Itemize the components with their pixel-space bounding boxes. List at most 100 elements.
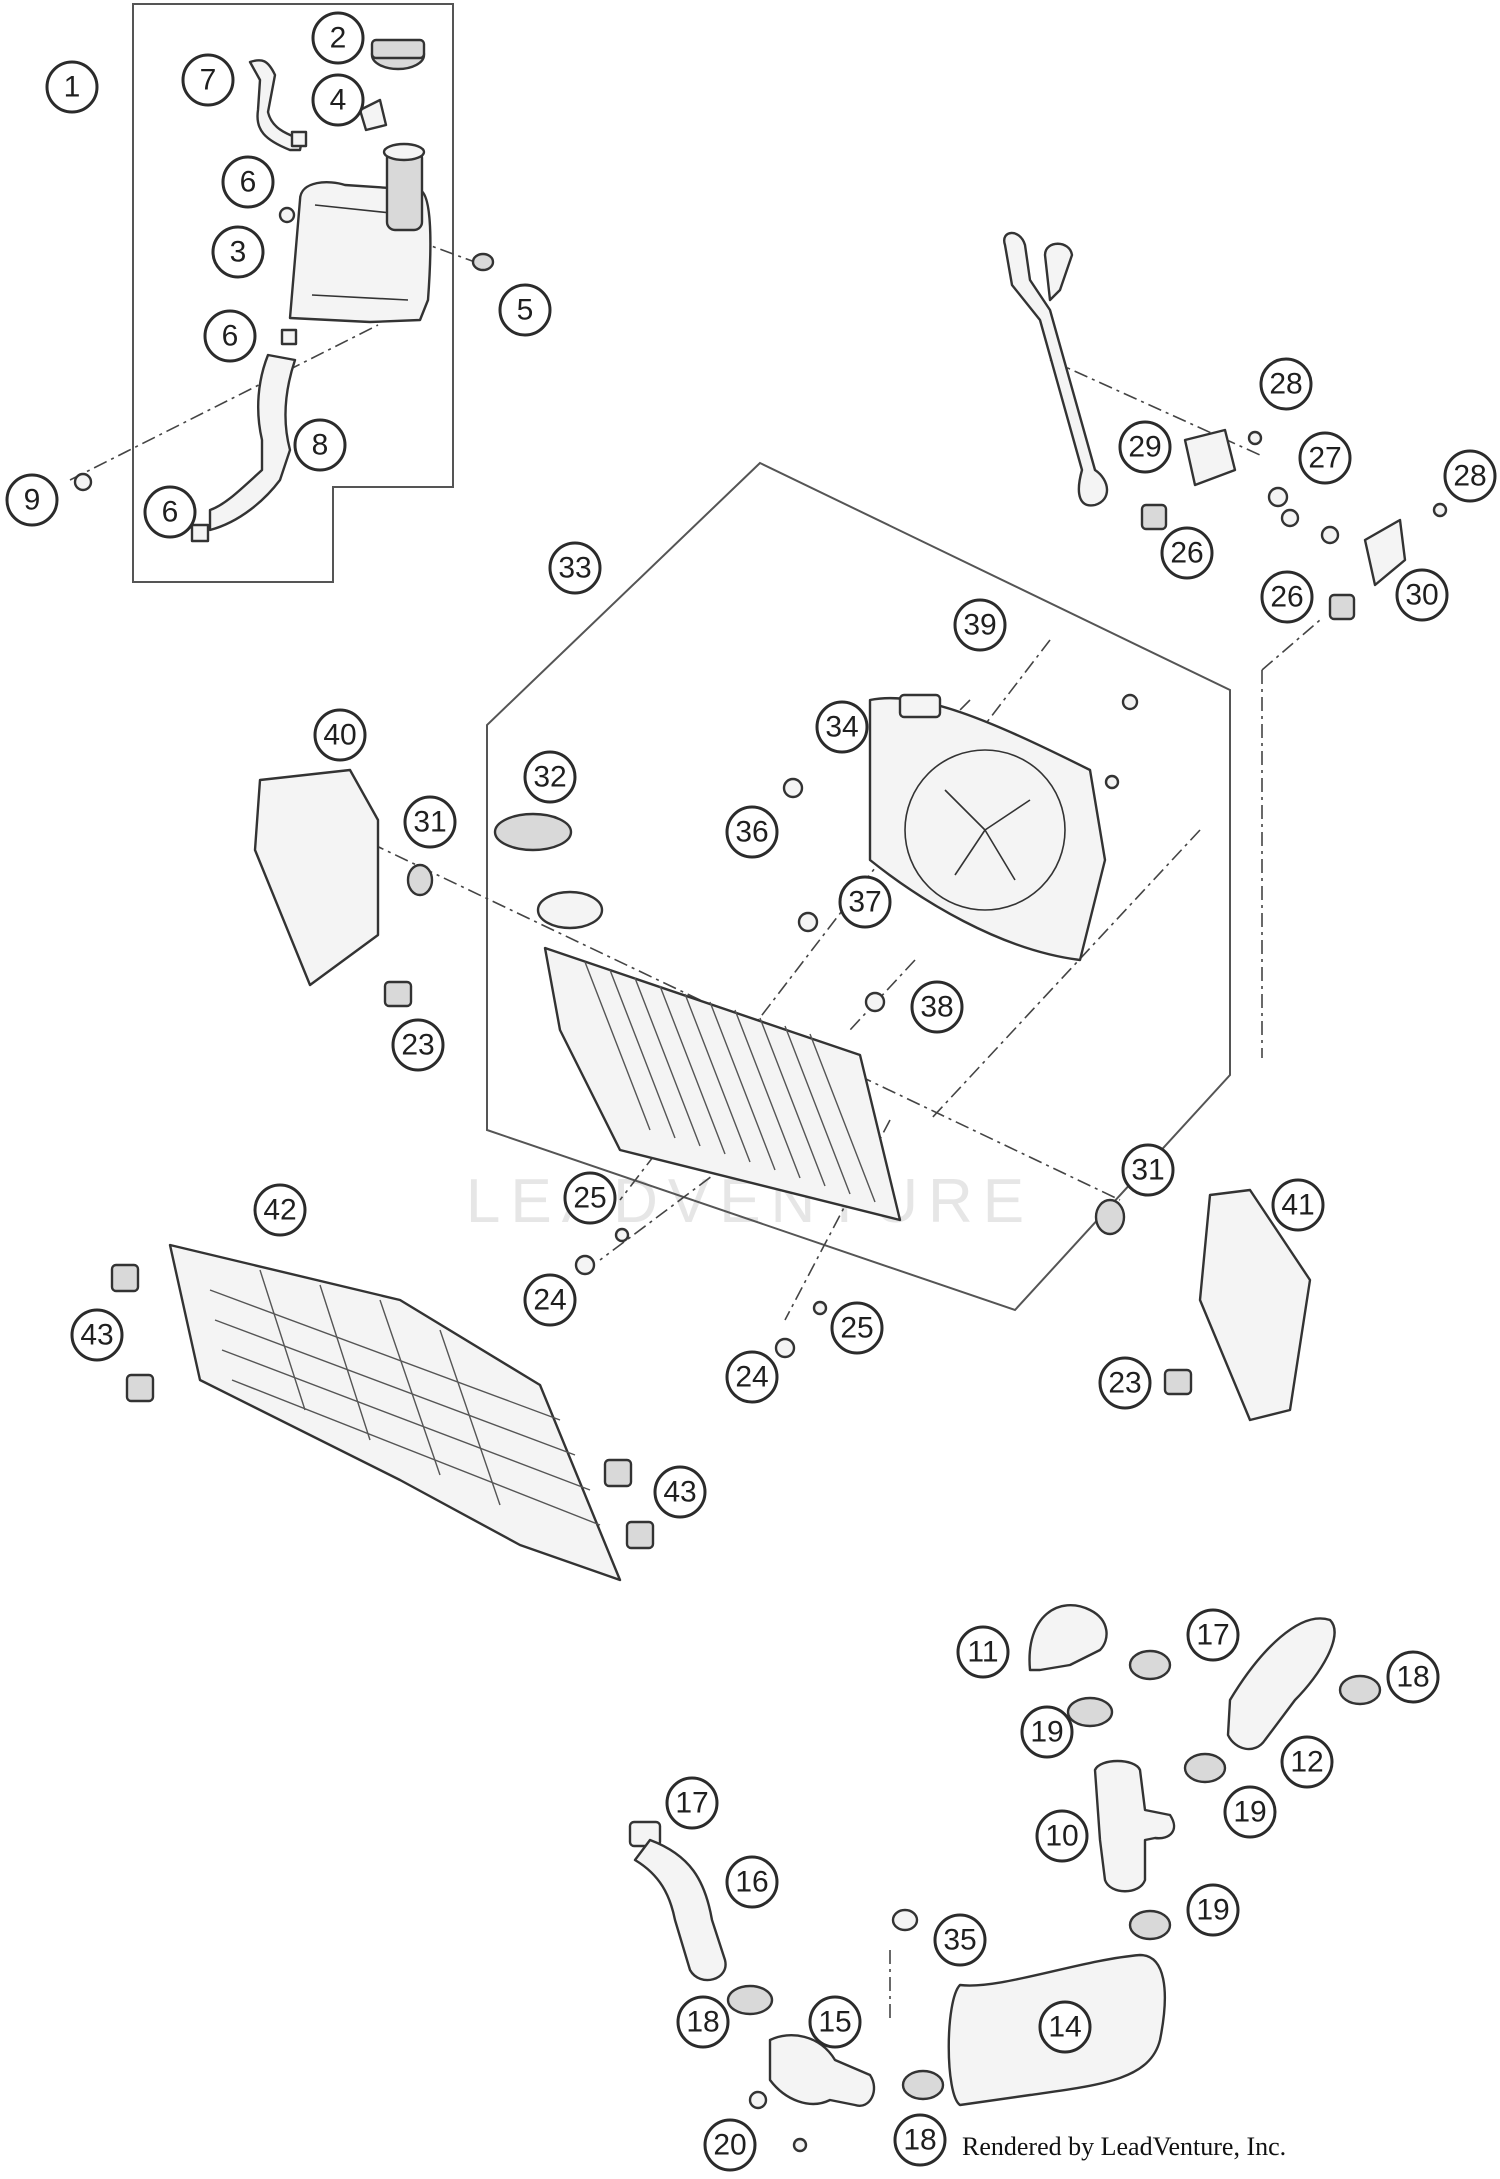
callout: 35 [933, 1913, 987, 1967]
svg-text:11: 11 [967, 1636, 998, 1669]
svg-text:19: 19 [1030, 1716, 1063, 1749]
callout: 37 [838, 875, 892, 929]
callout: 9 [5, 473, 59, 527]
svg-text:18: 18 [686, 2006, 719, 2039]
callout: 36 [725, 805, 779, 859]
callout: 6 [221, 155, 275, 209]
svg-text:6: 6 [162, 496, 179, 529]
callout: 15 [808, 1995, 862, 2049]
callout: 5 [498, 283, 552, 337]
svg-text:16: 16 [735, 1866, 768, 1899]
svg-text:7: 7 [200, 64, 217, 97]
callout: 43 [653, 1465, 707, 1519]
svg-text:17: 17 [675, 1787, 708, 1820]
svg-text:2: 2 [330, 22, 347, 55]
svg-text:3: 3 [230, 236, 247, 269]
svg-text:29: 29 [1128, 431, 1161, 464]
svg-text:26: 26 [1270, 581, 1303, 614]
callout: 29 [1118, 420, 1172, 474]
svg-text:43: 43 [80, 1319, 113, 1352]
callout: 19 [1186, 1883, 1240, 1937]
svg-text:31: 31 [1131, 1154, 1164, 1187]
svg-text:26: 26 [1170, 537, 1203, 570]
callout: 4 [311, 73, 365, 127]
svg-text:6: 6 [222, 320, 239, 353]
svg-text:23: 23 [1108, 1367, 1141, 1400]
callout: 33 [548, 541, 602, 595]
callout: 31 [403, 795, 457, 849]
svg-text:43: 43 [663, 1476, 696, 1509]
svg-text:32: 32 [533, 761, 566, 794]
expansion-tank-group-outline [132, 3, 454, 583]
callout: 34 [815, 700, 869, 754]
svg-text:25: 25 [840, 1312, 873, 1345]
callout-layer: 1 2 7 4 6 3 5 6 8 9 6 28 29 27 28 26 26 … [5, 11, 1497, 2172]
callout: 14 [1038, 2000, 1092, 2054]
svg-text:41: 41 [1281, 1189, 1314, 1222]
svg-text:18: 18 [1396, 1661, 1429, 1694]
svg-text:36: 36 [735, 816, 768, 849]
callout: 17 [1186, 1608, 1240, 1662]
callout: 42 [253, 1183, 307, 1237]
callout: 19 [1223, 1785, 1277, 1839]
svg-text:38: 38 [920, 991, 953, 1024]
radiator-fan-parts [493, 693, 1139, 1359]
bracket-parts [1003, 231, 1448, 621]
callout: 12 [1280, 1735, 1334, 1789]
callout: 32 [523, 750, 577, 804]
svg-text:25: 25 [573, 1182, 606, 1215]
callout: 18 [1386, 1650, 1440, 1704]
svg-text:39: 39 [963, 609, 996, 642]
svg-text:10: 10 [1045, 1820, 1078, 1853]
callout: 16 [725, 1855, 779, 1909]
svg-text:30: 30 [1405, 579, 1438, 612]
callout: 19 [1020, 1705, 1074, 1759]
cover-parts [110, 768, 1312, 1582]
callout: 8 [293, 418, 347, 472]
svg-text:4: 4 [330, 84, 347, 117]
svg-text:27: 27 [1308, 442, 1341, 475]
svg-text:28: 28 [1453, 460, 1486, 493]
callout: 18 [893, 2113, 947, 2167]
callout: 25 [830, 1301, 884, 1355]
callout: 18 [676, 1995, 730, 2049]
callout: 30 [1395, 568, 1449, 622]
svg-text:6: 6 [240, 166, 257, 199]
callout: 1 [45, 60, 99, 114]
svg-text:33: 33 [558, 552, 591, 585]
svg-text:18: 18 [903, 2124, 936, 2157]
callout: 28 [1259, 357, 1313, 411]
svg-text:31: 31 [413, 806, 446, 839]
svg-text:14: 14 [1048, 2011, 1081, 2044]
callout: 20 [703, 2118, 757, 2172]
svg-text:5: 5 [517, 294, 534, 327]
svg-text:42: 42 [263, 1194, 296, 1227]
callout: 7 [181, 53, 235, 107]
callout: 23 [391, 1018, 445, 1072]
callout: 27 [1298, 431, 1352, 485]
svg-text:23: 23 [401, 1029, 434, 1062]
svg-text:19: 19 [1196, 1894, 1229, 1927]
callout: 39 [953, 598, 1007, 652]
svg-text:34: 34 [825, 711, 858, 744]
svg-text:15: 15 [818, 2006, 851, 2039]
callout: 10 [1035, 1809, 1089, 1863]
radiator-group-outline [486, 461, 1231, 1312]
callout: 24 [523, 1273, 577, 1327]
svg-text:12: 12 [1290, 1746, 1323, 1779]
callout: 17 [665, 1776, 719, 1830]
svg-text:9: 9 [24, 484, 41, 517]
callout: 24 [725, 1350, 779, 1404]
svg-text:28: 28 [1269, 368, 1302, 401]
svg-text:24: 24 [735, 1361, 768, 1394]
svg-text:19: 19 [1233, 1796, 1266, 1829]
svg-text:20: 20 [713, 2129, 746, 2162]
callout: 25 [563, 1171, 617, 1225]
callout: 26 [1260, 570, 1314, 624]
render-credit: Rendered by LeadVenture, Inc. [962, 2132, 1287, 2161]
callout: 40 [313, 708, 367, 762]
svg-text:1: 1 [64, 71, 81, 104]
callout: 2 [311, 11, 365, 65]
callout: 6 [143, 485, 197, 539]
callout: 11 [956, 1625, 1010, 1679]
